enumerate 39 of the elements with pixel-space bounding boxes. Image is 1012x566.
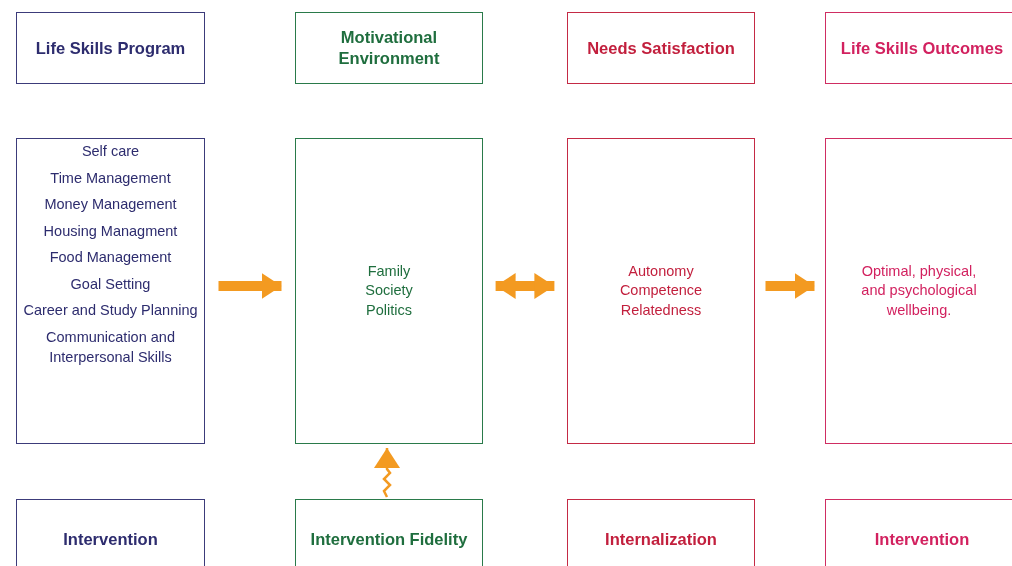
list-item: Housing Managment — [43, 221, 178, 241]
list-item: Career and Study Planning — [23, 301, 198, 321]
list-item: Relatedness — [620, 300, 702, 320]
list-item: Communication and Interpersonal Skills — [45, 327, 176, 367]
list-item: Optimal, physical, and psychological wellbeing. — [860, 261, 978, 320]
list-item: Family — [367, 261, 411, 281]
box-heading: Intervention Fidelity — [310, 528, 468, 550]
box-heading: Life Skills Outcomes — [840, 37, 1004, 59]
text-box — [567, 499, 755, 566]
list-item: Autonomy — [628, 261, 694, 281]
list-item: Society — [365, 281, 413, 301]
box-heading: Life Skills Program — [35, 37, 186, 59]
box-heading: Intervention — [874, 528, 970, 550]
list-item: Money Management — [44, 195, 177, 215]
text-box — [825, 12, 1012, 84]
box-heading: Internalization — [605, 528, 717, 550]
arrow — [218, 273, 282, 299]
list-item: Competence — [619, 281, 703, 301]
text-box — [16, 12, 205, 84]
text-box — [295, 138, 483, 444]
box-heading: Intervention — [63, 528, 158, 550]
text-box — [567, 138, 755, 444]
text-box — [295, 12, 483, 84]
list-item: Time Management — [50, 168, 171, 188]
text-box — [295, 499, 483, 566]
text-box — [567, 12, 755, 84]
arrow — [374, 448, 400, 498]
box-heading: Motivational Environment — [337, 27, 441, 69]
list-item: Politics — [366, 300, 412, 320]
text-box — [16, 499, 205, 566]
text-box — [825, 138, 1012, 444]
list-item: Self care — [81, 142, 140, 161]
list-item: Food Management — [49, 248, 172, 268]
box-heading: Needs Satisfaction — [587, 37, 735, 59]
list-item: Goal Setting — [70, 274, 151, 294]
arrow — [495, 273, 555, 299]
text-box — [825, 499, 1012, 566]
text-box — [16, 138, 205, 444]
arrow — [765, 273, 815, 299]
